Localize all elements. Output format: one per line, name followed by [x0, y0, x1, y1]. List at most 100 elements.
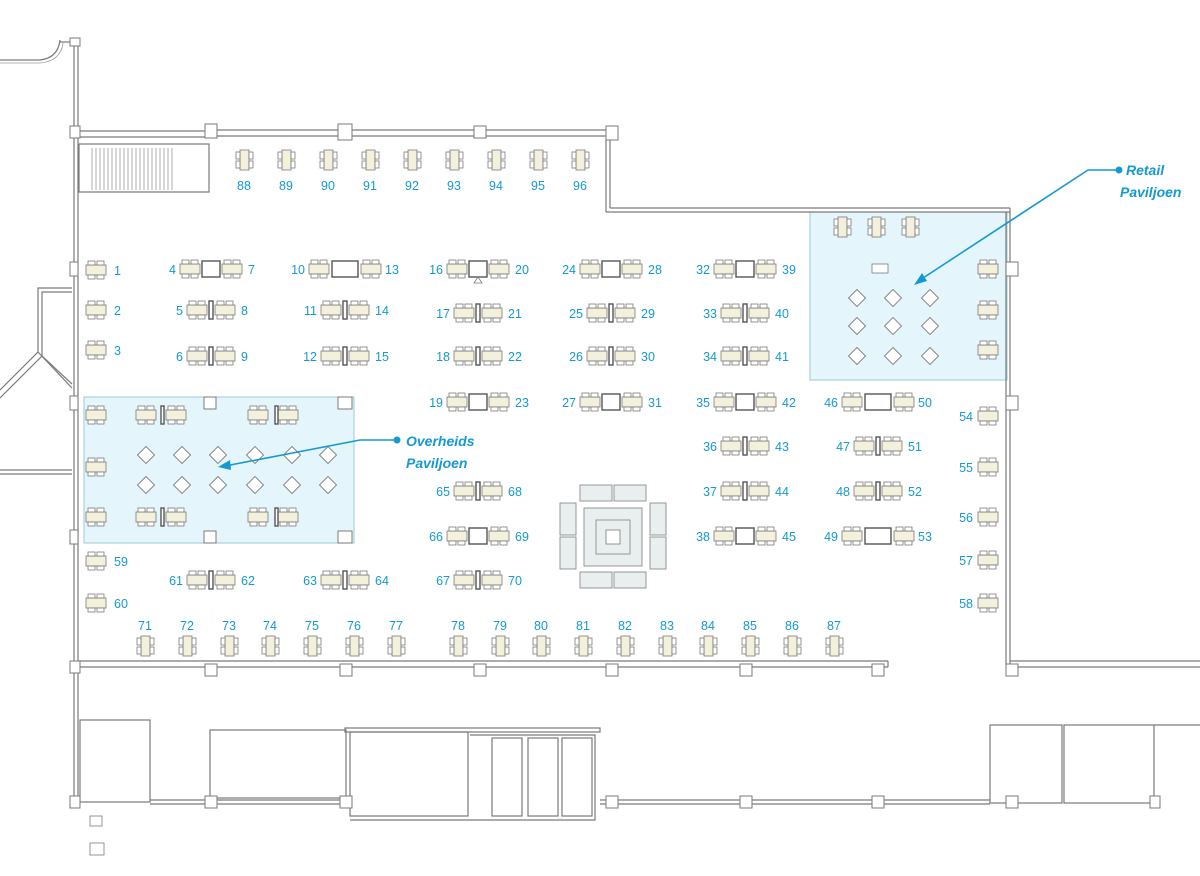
stand-62[interactable] [214, 570, 236, 590]
stand-39[interactable] [755, 259, 777, 279]
stand-22[interactable] [481, 346, 503, 366]
stand-73[interactable] [220, 635, 239, 657]
stand-79[interactable] [491, 635, 510, 657]
stand-16[interactable] [446, 259, 468, 279]
stand-30[interactable] [614, 346, 636, 366]
stand-64[interactable] [348, 570, 370, 590]
stand-67[interactable] [453, 570, 475, 590]
stand-4[interactable] [179, 259, 201, 279]
stand-28[interactable] [621, 259, 643, 279]
stand-33[interactable] [720, 303, 742, 323]
stand-45[interactable] [755, 526, 777, 546]
stand-88[interactable] [235, 149, 254, 171]
stand-78[interactable] [449, 635, 468, 657]
stand-65[interactable] [453, 481, 475, 501]
overheids-pavilion-area[interactable] [83, 396, 355, 544]
stand-82[interactable] [616, 635, 635, 657]
stand-58[interactable] [977, 593, 999, 613]
stand-5[interactable] [186, 300, 208, 320]
stand-81[interactable] [574, 635, 593, 657]
stand-46[interactable] [841, 392, 863, 412]
stand-14[interactable] [348, 300, 370, 320]
stand-13[interactable] [360, 259, 382, 279]
stand-93[interactable] [445, 149, 464, 171]
stand-68[interactable] [481, 481, 503, 501]
stand-47[interactable] [853, 436, 875, 456]
stand-53[interactable] [893, 526, 915, 546]
stand-40[interactable] [748, 303, 770, 323]
stand-95[interactable] [529, 149, 548, 171]
stand-75[interactable] [303, 635, 322, 657]
stand-60[interactable] [85, 593, 107, 613]
stand-61[interactable] [186, 570, 208, 590]
overheids-side-table-2[interactable] [85, 457, 107, 477]
overheids-table-5[interactable] [135, 507, 157, 527]
stand-18[interactable] [453, 346, 475, 366]
stand-57[interactable] [977, 550, 999, 570]
retail-side-table-3[interactable] [977, 340, 999, 360]
stand-69[interactable] [488, 526, 510, 546]
stand-51[interactable] [881, 436, 903, 456]
stand-25[interactable] [586, 303, 608, 323]
retail-top-table-1[interactable] [833, 216, 852, 238]
overheids-side-table-3[interactable] [85, 507, 107, 527]
stand-26[interactable] [586, 346, 608, 366]
stand-50[interactable] [893, 392, 915, 412]
stand-66[interactable] [446, 526, 468, 546]
stand-21[interactable] [481, 303, 503, 323]
stand-55[interactable] [977, 457, 999, 477]
stand-49[interactable] [841, 526, 863, 546]
stand-44[interactable] [748, 481, 770, 501]
stand-76[interactable] [345, 635, 364, 657]
stand-34[interactable] [720, 346, 742, 366]
stand-2[interactable] [85, 300, 107, 320]
overheids-table-3[interactable] [247, 405, 269, 425]
stand-7[interactable] [221, 259, 243, 279]
stand-15[interactable] [348, 346, 370, 366]
stand-59[interactable] [85, 551, 107, 571]
stand-63[interactable] [320, 570, 342, 590]
stand-29[interactable] [614, 303, 636, 323]
stand-11[interactable] [320, 300, 342, 320]
overheids-table-4[interactable] [277, 405, 299, 425]
overheids-table-8[interactable] [277, 507, 299, 527]
overheids-table-6[interactable] [165, 507, 187, 527]
stand-36[interactable] [720, 436, 742, 456]
stand-42[interactable] [755, 392, 777, 412]
overheids-table-7[interactable] [247, 507, 269, 527]
stand-84[interactable] [699, 635, 718, 657]
stand-41[interactable] [748, 346, 770, 366]
stand-96[interactable] [571, 149, 590, 171]
retail-side-table-2[interactable] [977, 300, 999, 320]
overheids-table-1[interactable] [135, 405, 157, 425]
stand-77[interactable] [387, 635, 406, 657]
stand-80[interactable] [532, 635, 551, 657]
stand-72[interactable] [178, 635, 197, 657]
overheids-side-table-1[interactable] [85, 405, 107, 425]
stand-32[interactable] [713, 259, 735, 279]
stand-87[interactable] [825, 635, 844, 657]
stand-10[interactable] [308, 259, 330, 279]
stand-27[interactable] [579, 392, 601, 412]
stand-90[interactable] [319, 149, 338, 171]
stand-92[interactable] [403, 149, 422, 171]
stand-43[interactable] [748, 436, 770, 456]
stand-20[interactable] [488, 259, 510, 279]
stand-56[interactable] [977, 507, 999, 527]
stand-1[interactable] [85, 260, 107, 280]
stand-71[interactable] [136, 635, 155, 657]
stand-86[interactable] [783, 635, 802, 657]
stand-83[interactable] [658, 635, 677, 657]
stand-38[interactable] [713, 526, 735, 546]
stand-70[interactable] [481, 570, 503, 590]
stand-74[interactable] [261, 635, 280, 657]
retail-pavilion-area[interactable] [809, 211, 1008, 381]
stand-17[interactable] [453, 303, 475, 323]
stand-85[interactable] [741, 635, 760, 657]
retail-side-table-1[interactable] [977, 259, 999, 279]
stand-94[interactable] [487, 149, 506, 171]
stand-48[interactable] [853, 481, 875, 501]
retail-top-table-3[interactable] [901, 216, 920, 238]
stand-8[interactable] [214, 300, 236, 320]
stand-6[interactable] [186, 346, 208, 366]
